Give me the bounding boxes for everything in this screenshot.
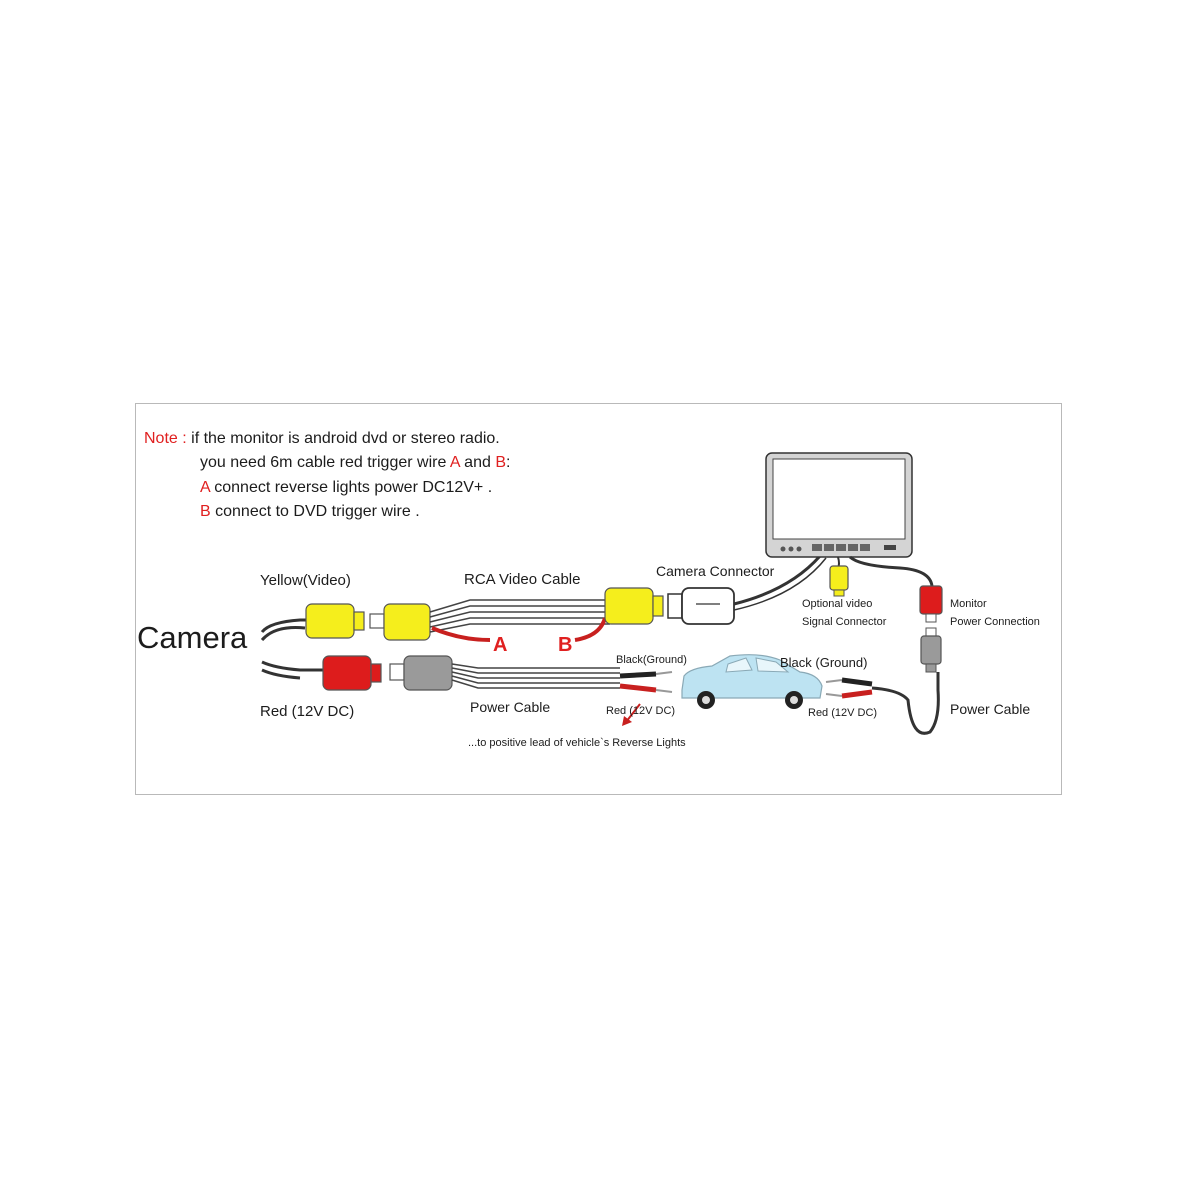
red-12v-right-label: Red (12V DC)	[808, 707, 878, 719]
power-cable-right-label: Power Cable	[950, 701, 1031, 717]
note-line-1: Note : if the monitor is android dvd or …	[144, 430, 500, 448]
wire-a-label: A	[493, 634, 508, 656]
power-cable-connector	[920, 627, 942, 673]
camera-power-wire	[261, 660, 325, 672]
note-text-2e: :	[505, 454, 511, 471]
red-12v-label: Red (12V DC)	[260, 703, 355, 720]
optional-video-label-1: Optional video	[802, 598, 873, 610]
note-line-2: you need 6m cable red trigger wire A and…	[200, 454, 510, 472]
note-letter-a: A	[449, 454, 460, 471]
camera-connector-label: Camera Connector	[656, 563, 775, 579]
red-12v-left-label: Red (12V DC)	[606, 705, 676, 717]
gray-rca-plug-cable	[389, 655, 453, 691]
note-text-2c: and	[459, 454, 496, 471]
power-cable-right-wire	[871, 672, 940, 735]
ground-wire-left	[619, 671, 657, 679]
car-icon	[681, 654, 823, 709]
arrow-icon	[625, 703, 641, 723]
rca-video-cable-bundle	[429, 599, 610, 633]
note-line-3: A connect reverse lights power DC12V+ .	[200, 479, 492, 497]
note-line4-letter: B	[200, 503, 211, 520]
yellow-rca-plug-cable	[369, 603, 431, 641]
note-line4-text: connect to DVD trigger wire .	[210, 503, 420, 520]
power-cable-bundle	[451, 663, 620, 689]
note-text-1: if the monitor is android dvd or stereo …	[191, 430, 500, 447]
red-wire-right	[841, 689, 873, 699]
red-rca-plug-camera	[322, 655, 382, 691]
trigger-wire-a	[431, 626, 491, 642]
rca-video-cable-label: RCA Video Cable	[464, 571, 581, 588]
black-ground-left-label: Black(Ground)	[616, 654, 687, 666]
yellow-rca-plug-connector	[604, 587, 664, 625]
note-line3-text: connect reverse lights power DC12V+ .	[209, 479, 493, 496]
note-letter-b: B	[495, 454, 506, 471]
optional-video-label-2: Signal Connector	[802, 616, 887, 628]
monitor-power-label-2: Power Connection	[950, 616, 1040, 628]
note-line-4: B connect to DVD trigger wire .	[200, 503, 420, 521]
monitor-cable	[733, 555, 822, 606]
red-wire-left	[619, 683, 657, 693]
camera-label: Camera	[137, 620, 248, 655]
power-cable-left-label: Power Cable	[470, 699, 551, 715]
optional-video-connector	[829, 565, 849, 597]
monitor-power-connector	[919, 585, 943, 623]
ground-wire-right	[841, 677, 873, 687]
yellow-video-label: Yellow(Video)	[260, 572, 351, 589]
camera-connector	[667, 587, 735, 625]
camera-video-wire	[260, 618, 310, 634]
note-prefix: Note :	[144, 430, 187, 447]
yellow-rca-plug-camera	[305, 603, 365, 639]
note-line3-letter: A	[200, 479, 210, 496]
trigger-wire-b	[574, 617, 607, 642]
monitor-power-label-1: Monitor	[950, 598, 987, 610]
note-text-2a: you need 6m cable red trigger wire	[200, 454, 450, 471]
monitor-icon	[765, 452, 913, 558]
black-ground-right-label: Black (Ground)	[780, 655, 868, 670]
wire-b-label: B	[558, 634, 573, 656]
reverse-lights-label: ...to positive lead of vehicle`s Reverse…	[468, 737, 686, 749]
